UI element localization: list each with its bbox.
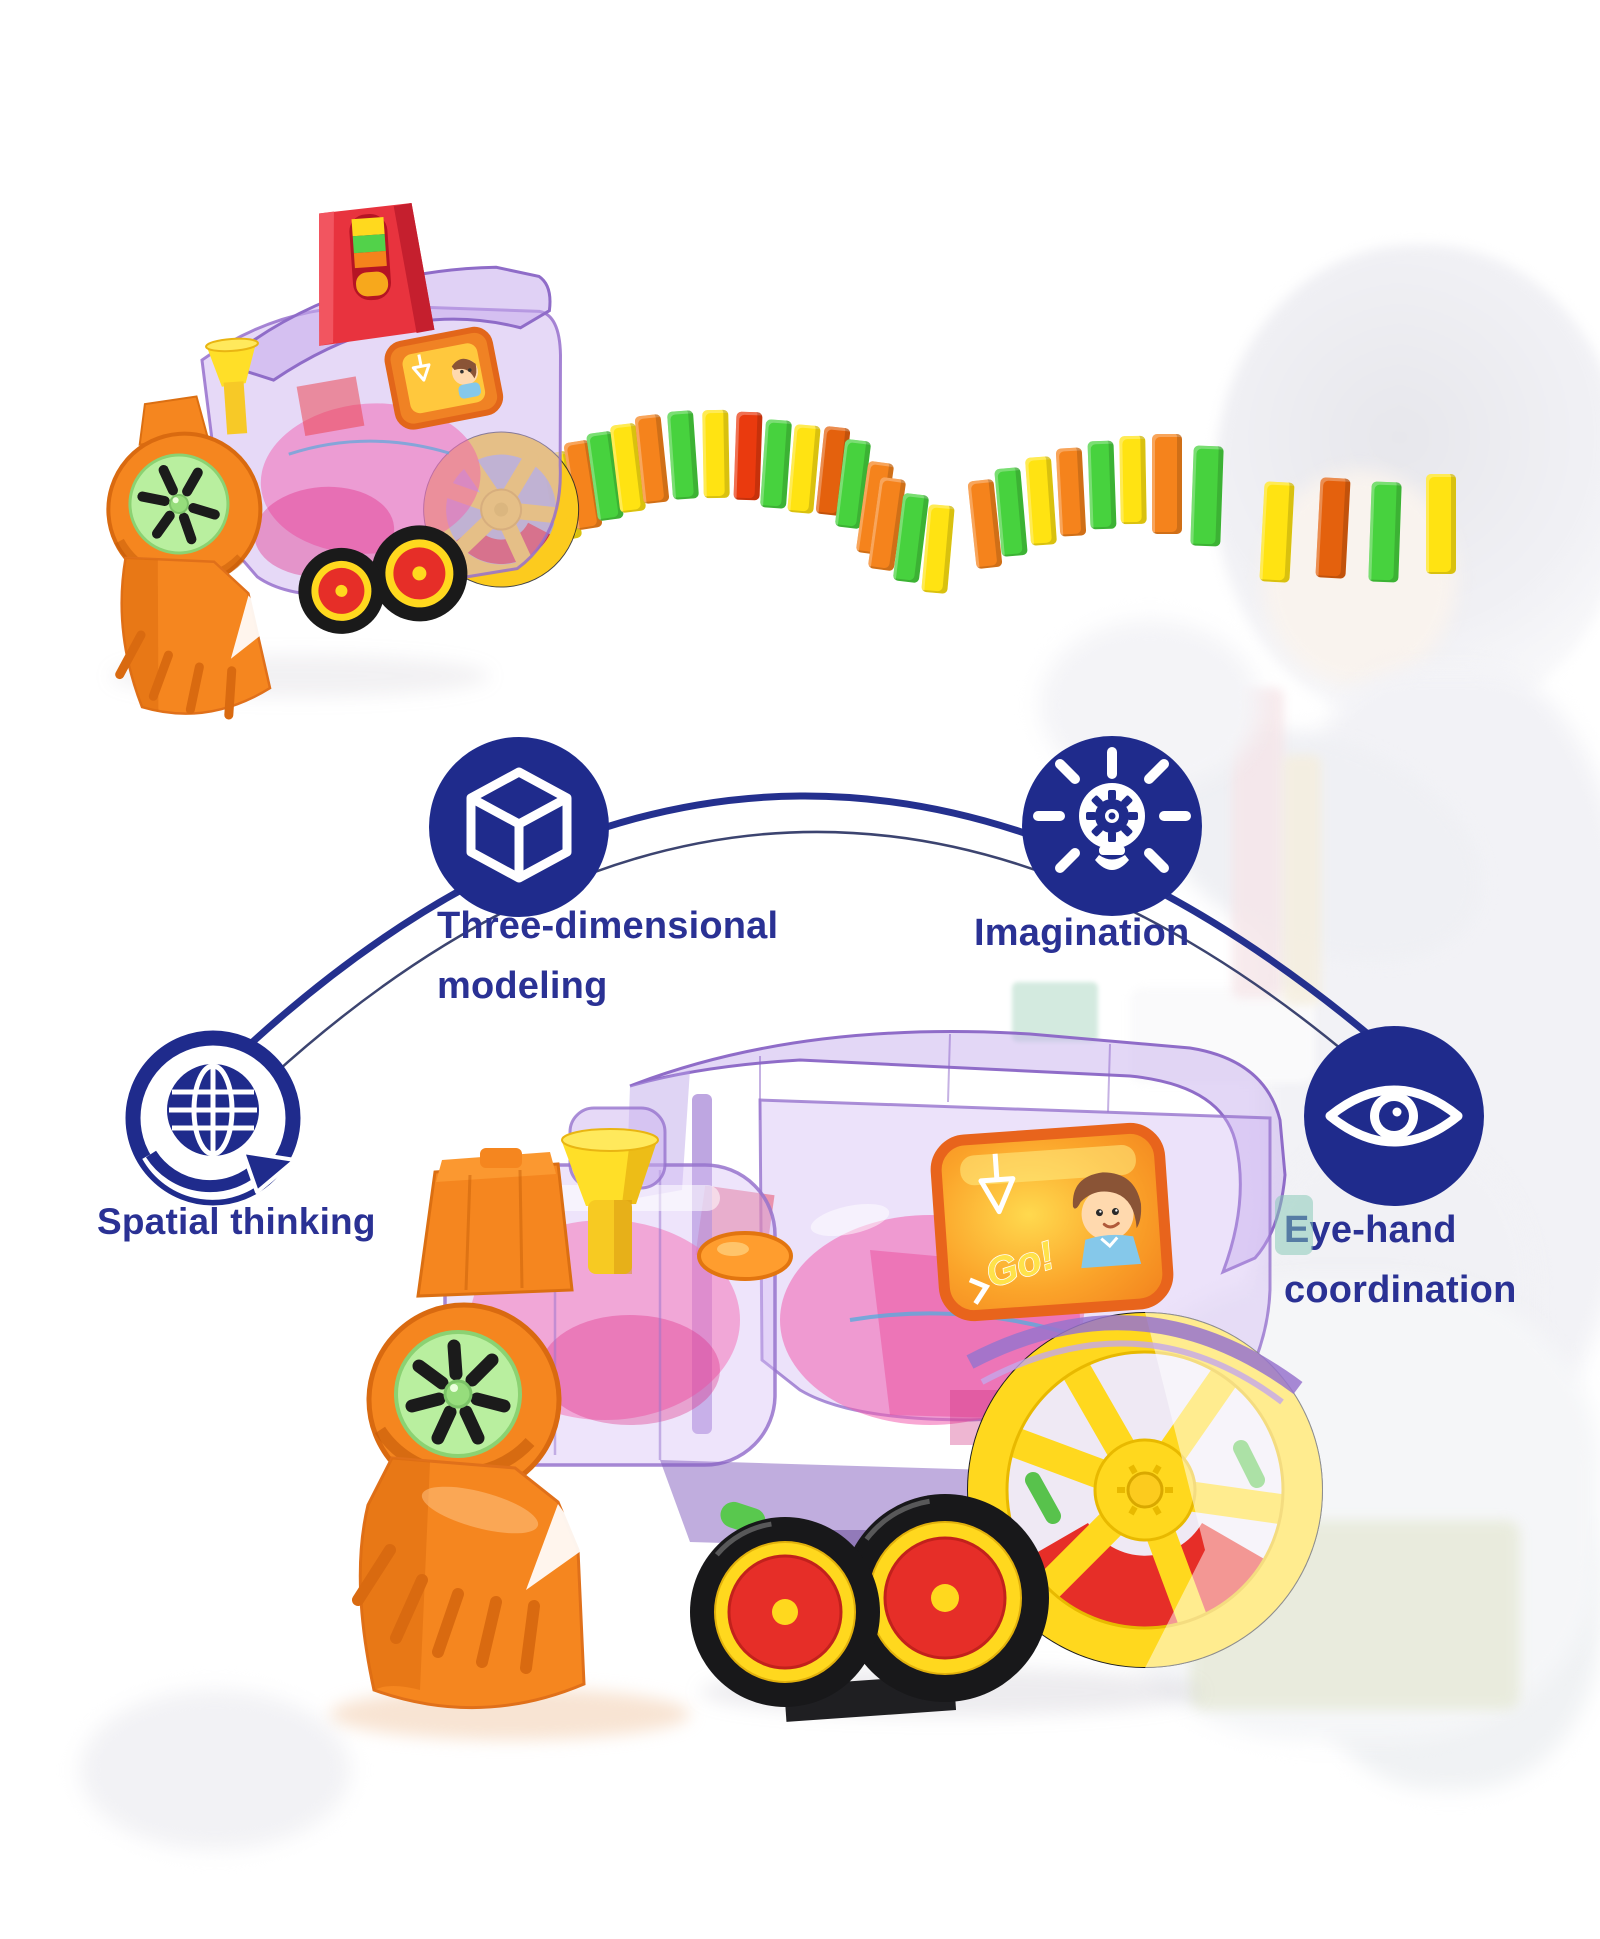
feature-label-spatial-thinking: Spatial thinking (97, 1192, 376, 1252)
main-train-cap (416, 1148, 574, 1298)
main-train-sticker: Go! (930, 1122, 1174, 1322)
eye-icon (1304, 1026, 1484, 1206)
lightbulb-gear-icon (1022, 736, 1202, 916)
sticker-boy-art (1072, 1172, 1142, 1269)
sticker-funnel-icon (978, 1153, 1016, 1215)
small-train-wheel (298, 547, 385, 634)
connector-arc-thin (269, 830, 1353, 1079)
domino-train-photo-small (106, 203, 580, 720)
feature-label-line: modeling (437, 965, 608, 1007)
cube-icon (429, 737, 609, 917)
small-train-wheel (371, 525, 468, 622)
feature-label-line: coordination (1284, 1269, 1517, 1311)
feature-label-three-dimensional-modeling: Three-dimensional modeling (437, 896, 778, 1016)
small-train-cowcatcher (115, 556, 273, 720)
feature-label-imagination: Imagination (974, 903, 1189, 963)
main-train-cowcatcher (352, 1456, 588, 1710)
feature-label-line: Three-dimensional (437, 905, 779, 947)
domino-tile (1152, 434, 1182, 534)
globe-rotation-icon (125, 1030, 301, 1206)
feature-label-line: Spatial thinking (97, 1201, 376, 1242)
feature-label-line: Imagination (974, 912, 1190, 954)
main-train-front-wheel (690, 1517, 880, 1707)
connector-arc-thick (243, 792, 1378, 1051)
small-train-sticker (384, 326, 504, 430)
small-train-chimney (319, 203, 435, 346)
main-train-funnel (561, 1128, 659, 1274)
main-train-roof (629, 1030, 1287, 1275)
main-train-fender (966, 1315, 1303, 1395)
main-train-button (697, 1231, 793, 1281)
domino-train-photo-main: Go! (352, 1030, 1323, 1722)
small-train-funnel (205, 337, 259, 435)
main-train-front-housing (366, 1302, 562, 1498)
domino-tile (1426, 474, 1456, 574)
main-train-front-wheel (841, 1494, 1049, 1702)
main-train-rear-wheel (967, 1312, 1323, 1668)
